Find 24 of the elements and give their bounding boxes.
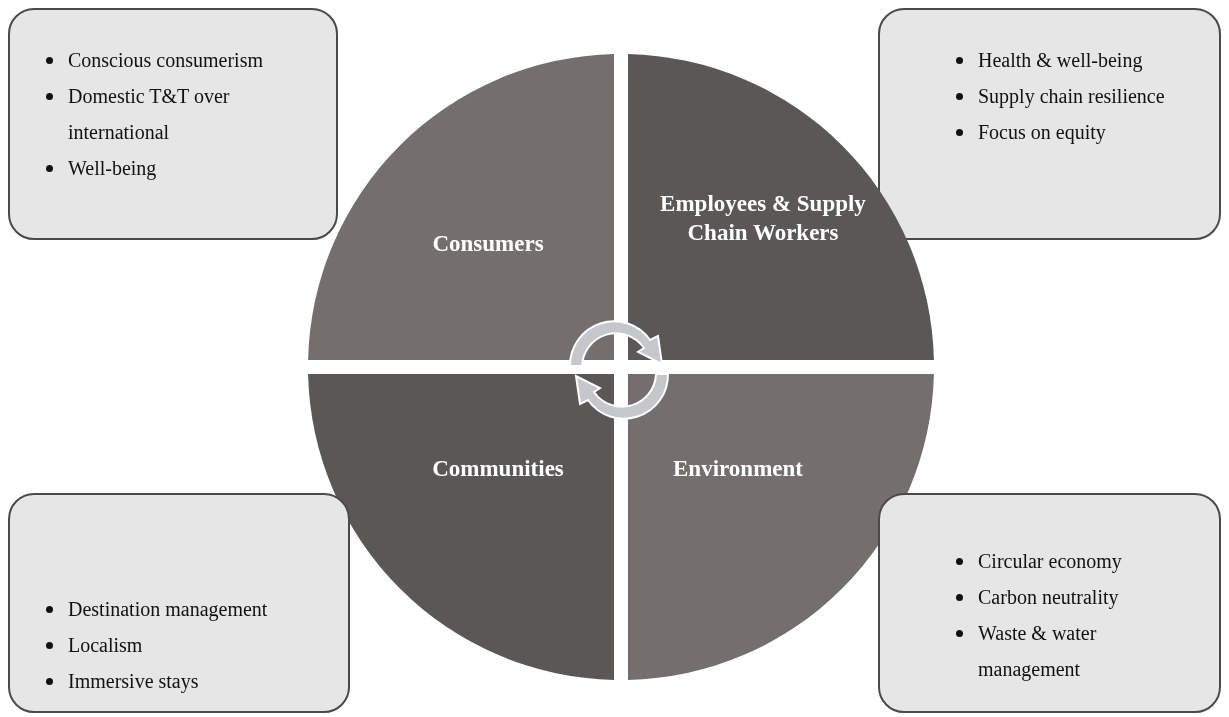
quadrant-label: Environment (672, 455, 804, 483)
quadrant-segment (308, 54, 614, 360)
bullet-item: Well-being (40, 150, 310, 186)
bullet-item: Carbon neutrality (950, 579, 1180, 615)
bullet-item: Domestic T&T over international (40, 78, 310, 150)
info-card (878, 493, 1221, 713)
quadrant-label: Communities (431, 455, 565, 483)
quadrant-label: Employees & Supply Chain Workers (659, 190, 867, 247)
bullet-item: Circular economy (950, 543, 1180, 579)
bullet-item: Focus on equity (950, 114, 1165, 150)
quadrant-segment (308, 374, 614, 680)
info-card (878, 8, 1221, 240)
info-card (8, 493, 350, 713)
bullet-item: Waste & water management (950, 615, 1180, 687)
info-card (8, 8, 338, 240)
bullet-item: Destination management (40, 591, 340, 627)
bullet-item: Health & well-being (950, 42, 1165, 78)
bullet-item: Localism (40, 627, 340, 663)
quadrant-label: Consumers (431, 230, 545, 258)
bullet-item: Conscious consumerism (40, 42, 310, 78)
quadrant-segment (628, 54, 934, 360)
bullet-item: Immersive stays (40, 663, 340, 699)
bullet-item: Supply chain resilience (950, 78, 1165, 114)
quadrant-segment (628, 374, 934, 680)
